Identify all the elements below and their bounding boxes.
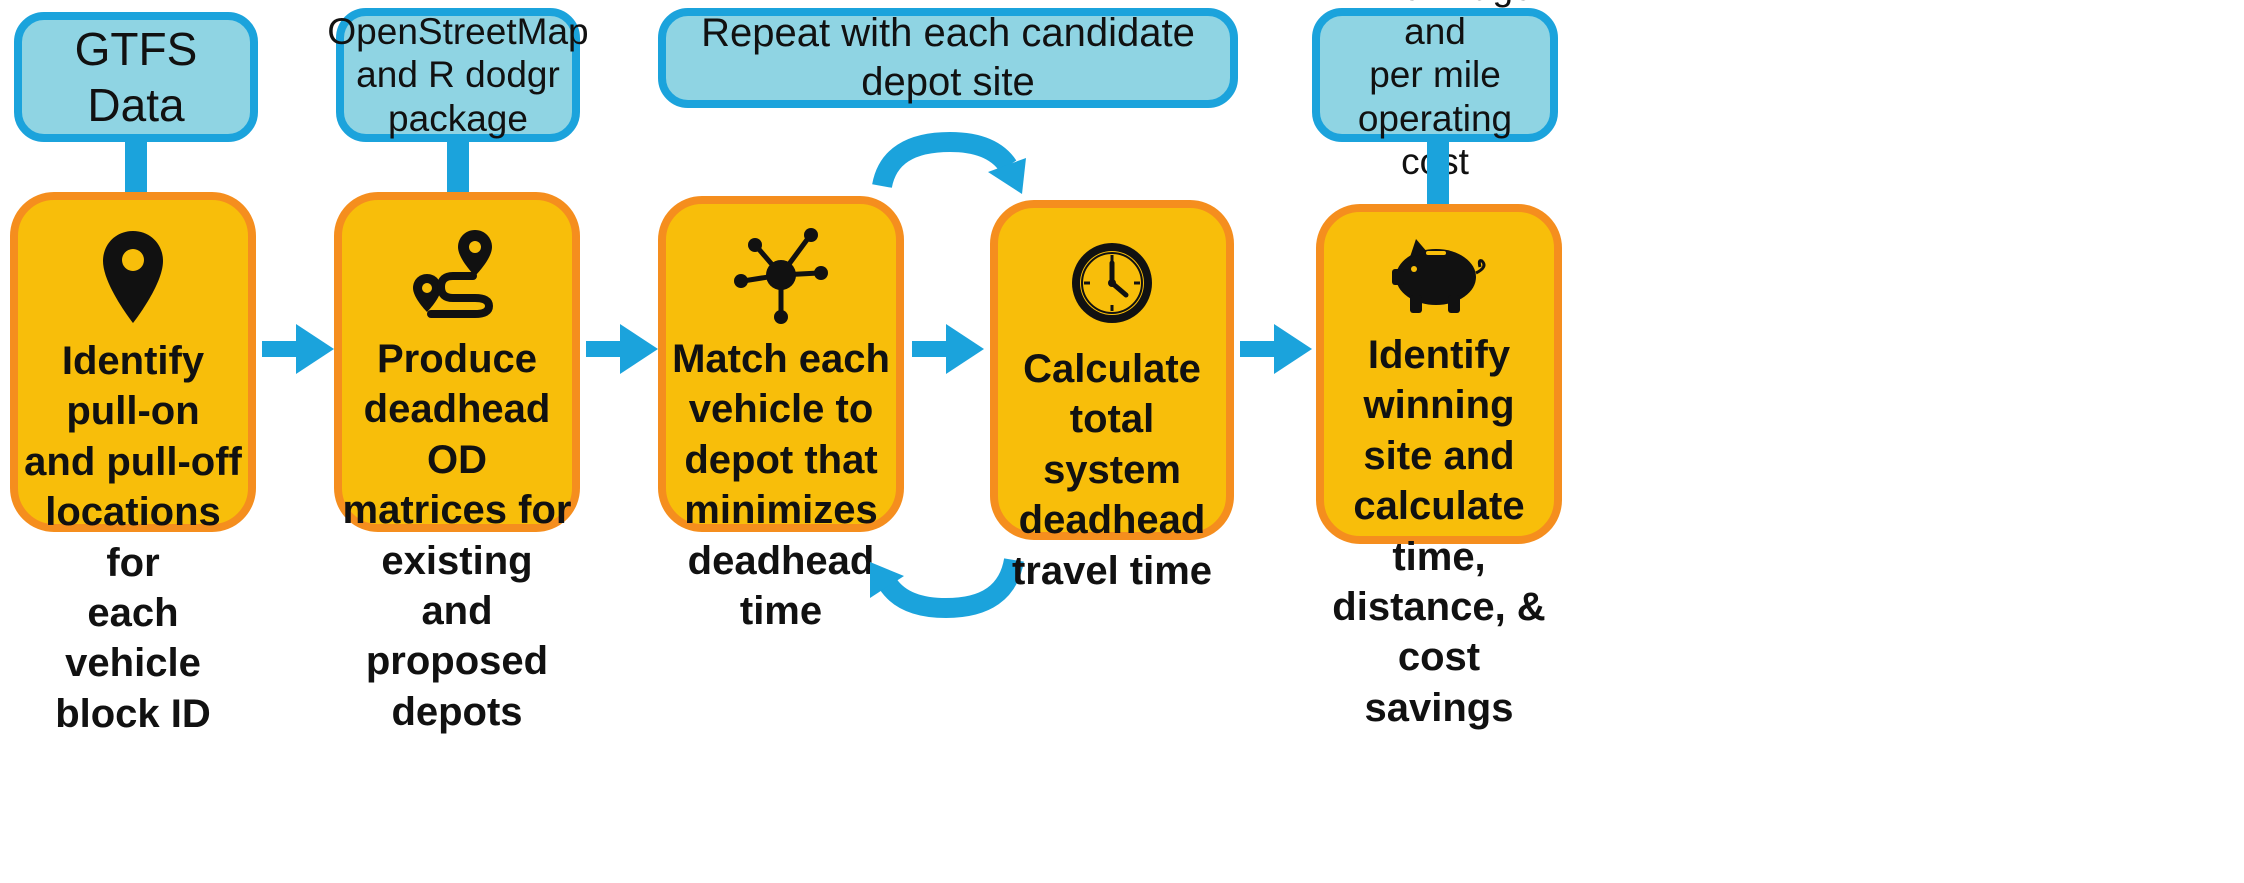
input-osm-dodgr: OpenStreetMap and R dodgr package	[327, 8, 589, 142]
step-calculate-total-deadhead: Calculate total system deadhead travel t…	[990, 200, 1234, 593]
cycle-arrow-top	[872, 131, 1026, 194]
step-identify-pull-locations: Identify pull-on and pull-off locations …	[10, 192, 256, 736]
arrow-step3-to-step4	[912, 324, 984, 374]
piggy-bank-icon	[1384, 224, 1494, 330]
repeat-banner-label: Repeat with each candidate depot site	[701, 11, 1195, 104]
cycle-arrow-bottom	[870, 557, 1024, 619]
step-identify-pull-locations-label: Identify pull-on and pull-off locations …	[24, 339, 242, 736]
input-gtfs-data-label: GTFS Data	[74, 22, 198, 131]
route-icon	[409, 214, 505, 334]
arrow-step2-to-step3	[586, 324, 658, 374]
step-calculate-total-deadhead-label: Calculate total system deadhead travel t…	[1011, 347, 1213, 593]
step-produce-od-matrices-label: Produce deadhead OD matrices for existin…	[342, 337, 572, 734]
connector-gtfs	[125, 142, 147, 200]
input-osm-dodgr-label: OpenStreetMap and R dodgr package	[327, 10, 589, 139]
step-match-vehicle-to-depot-label: Match each vehicle to depot that minimiz…	[672, 337, 890, 633]
map-pin-icon	[101, 218, 165, 336]
arrow-step4-to-step5	[1240, 324, 1312, 374]
step-produce-od-matrices: Produce deadhead OD matrices for existin…	[334, 192, 580, 734]
clock-icon	[1070, 224, 1154, 342]
connector-costs	[1427, 142, 1449, 206]
step-match-vehicle-to-depot: Match each vehicle to depot that minimiz…	[658, 196, 904, 633]
input-gtfs-data: GTFS Data	[14, 12, 258, 142]
step-identify-winning-site-label: Identify winning site and calculate time…	[1332, 333, 1546, 730]
step-identify-winning-site: Identify winning site and calculate time…	[1316, 204, 1562, 730]
network-hub-icon	[731, 216, 831, 334]
arrow-step1-to-step2	[262, 324, 334, 374]
input-driver-costs: Driver wage and per mile operating cost	[1312, 0, 1558, 182]
connector-osm	[447, 142, 469, 200]
repeat-banner: Repeat with each candidate depot site	[658, 8, 1238, 108]
